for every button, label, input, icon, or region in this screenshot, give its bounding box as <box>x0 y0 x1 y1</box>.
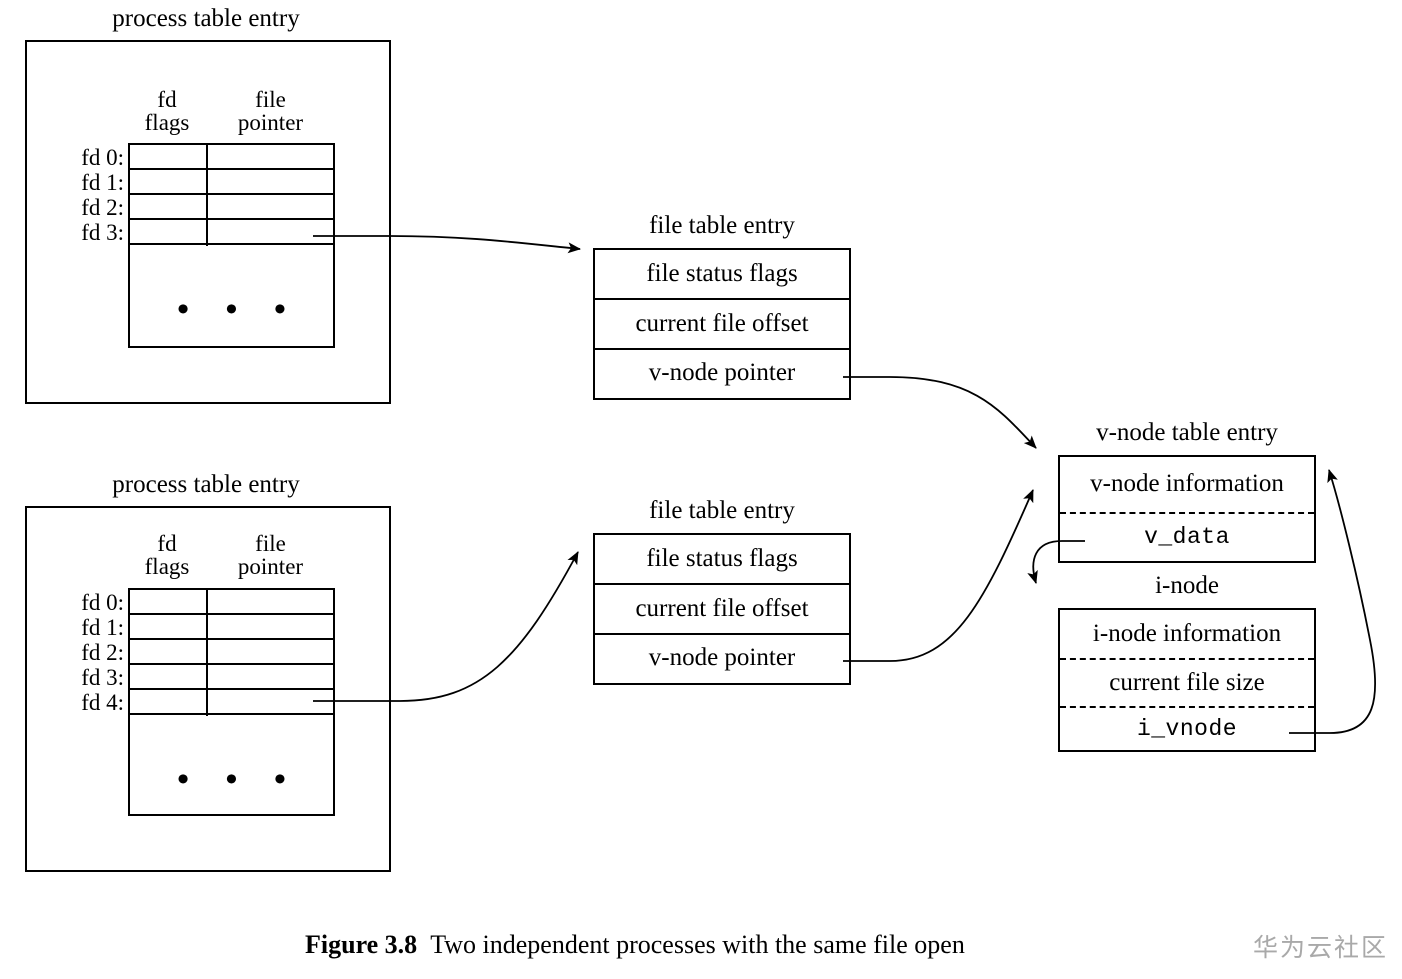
inode-box: i-node information current file size i_v… <box>1058 608 1316 752</box>
watermark-text: 华为云社区 <box>1253 933 1389 962</box>
inode-i-vnode: i_vnode <box>1136 716 1238 742</box>
connector-filetable-b-to-vnode <box>843 489 1034 662</box>
fd-table-b-ellipsis: • • • <box>177 761 300 798</box>
process-b-col-head-fdflags: fd flags <box>128 532 206 578</box>
fd-row-a-0-label: fd 0: <box>81 145 124 170</box>
process-table-entry-b <box>25 506 391 872</box>
file-pointer-line1: file <box>255 531 286 556</box>
fd-row-b-3[interactable]: fd 3: <box>81 665 333 690</box>
inode-title: i-node <box>1155 572 1219 599</box>
file-pointer-line2: pointer <box>237 110 304 135</box>
fd-row-a-3-label: fd 3: <box>81 220 124 245</box>
fd-table-a: fd 0: fd 1: fd 2: fd 3: • • • <box>81 143 335 348</box>
file-table-a-status-flags: file status flags <box>595 250 849 300</box>
file-table-b-current-offset: current file offset <box>595 585 849 635</box>
vnode-table-entry: v-node information v_data <box>1058 455 1316 563</box>
fd-row-b-0[interactable]: fd 0: <box>81 590 333 615</box>
fd-flags-line1: fd <box>157 531 177 556</box>
figure-title: Two independent processes with the same … <box>430 930 965 959</box>
process-a-col-head-filepointer: file pointer <box>206 88 335 134</box>
fd-row-a-1-label: fd 1: <box>81 170 124 195</box>
file-pointer-line2: pointer <box>237 554 304 579</box>
process-table-entry-a <box>25 40 391 404</box>
fd-row-a-2-label: fd 2: <box>81 195 124 220</box>
file-table-b-status-flags: file status flags <box>595 535 849 585</box>
figure-number: Figure 3.8 <box>305 930 418 959</box>
process-a-col-head-fdflags: fd flags <box>128 88 206 134</box>
fd-table-a-continuation: • • • <box>130 245 333 345</box>
process-a-title: process table entry <box>112 5 300 32</box>
process-b-col-head-filepointer: file pointer <box>206 532 335 578</box>
fd-table-a-column-divider <box>206 145 208 246</box>
vnode-information: v-node information <box>1060 457 1314 514</box>
fd-row-b-2[interactable]: fd 2: <box>81 640 333 665</box>
fd-table-b: fd 0: fd 1: fd 2: fd 3: fd 4: • • • <box>81 588 335 816</box>
file-table-entry-a: file status flags current file offset v-… <box>593 248 851 400</box>
fd-row-b-4[interactable]: fd 4: <box>81 690 333 715</box>
connector-filetable-a-to-vnode <box>843 376 1037 449</box>
fd-row-a-2[interactable]: fd 2: <box>81 195 333 220</box>
fd-row-b-4-label: fd 4: <box>81 690 124 715</box>
figure-caption: Figure 3.8 Two independent processes wit… <box>305 930 965 960</box>
fd-flags-line2: flags <box>144 554 190 579</box>
fd-flags-line2: flags <box>144 110 190 135</box>
fd-row-b-2-label: fd 2: <box>81 640 124 665</box>
fd-row-a-3[interactable]: fd 3: <box>81 220 333 245</box>
file-pointer-line1: file <box>255 87 286 112</box>
file-table-a-vnode-pointer: v-node pointer <box>648 359 796 386</box>
file-table-b-vnode-pointer: v-node pointer <box>648 644 796 671</box>
fd-row-a-1[interactable]: fd 1: <box>81 170 333 195</box>
vnode-table-entry-title: v-node table entry <box>1096 419 1278 446</box>
fd-row-b-0-label: fd 0: <box>81 590 124 615</box>
file-table-a-title: file table entry <box>649 212 795 239</box>
fd-flags-line1: fd <box>157 87 177 112</box>
fd-table-b-continuation: • • • <box>130 715 333 814</box>
fd-row-b-3-label: fd 3: <box>81 665 124 690</box>
fd-table-b-column-divider <box>206 590 208 716</box>
file-table-a-current-offset: current file offset <box>595 300 849 350</box>
fd-row-a-0[interactable]: fd 0: <box>81 145 333 170</box>
fd-row-b-1-label: fd 1: <box>81 615 124 640</box>
vnode-v-data: v_data <box>1144 524 1230 550</box>
process-b-title: process table entry <box>112 471 300 498</box>
file-table-b-title: file table entry <box>649 497 795 524</box>
inode-current-file-size: current file size <box>1060 660 1314 708</box>
inode-information: i-node information <box>1060 610 1314 660</box>
fd-row-b-1[interactable]: fd 1: <box>81 615 333 640</box>
fd-table-a-ellipsis: • • • <box>177 291 300 328</box>
file-table-entry-b: file status flags current file offset v-… <box>593 533 851 685</box>
